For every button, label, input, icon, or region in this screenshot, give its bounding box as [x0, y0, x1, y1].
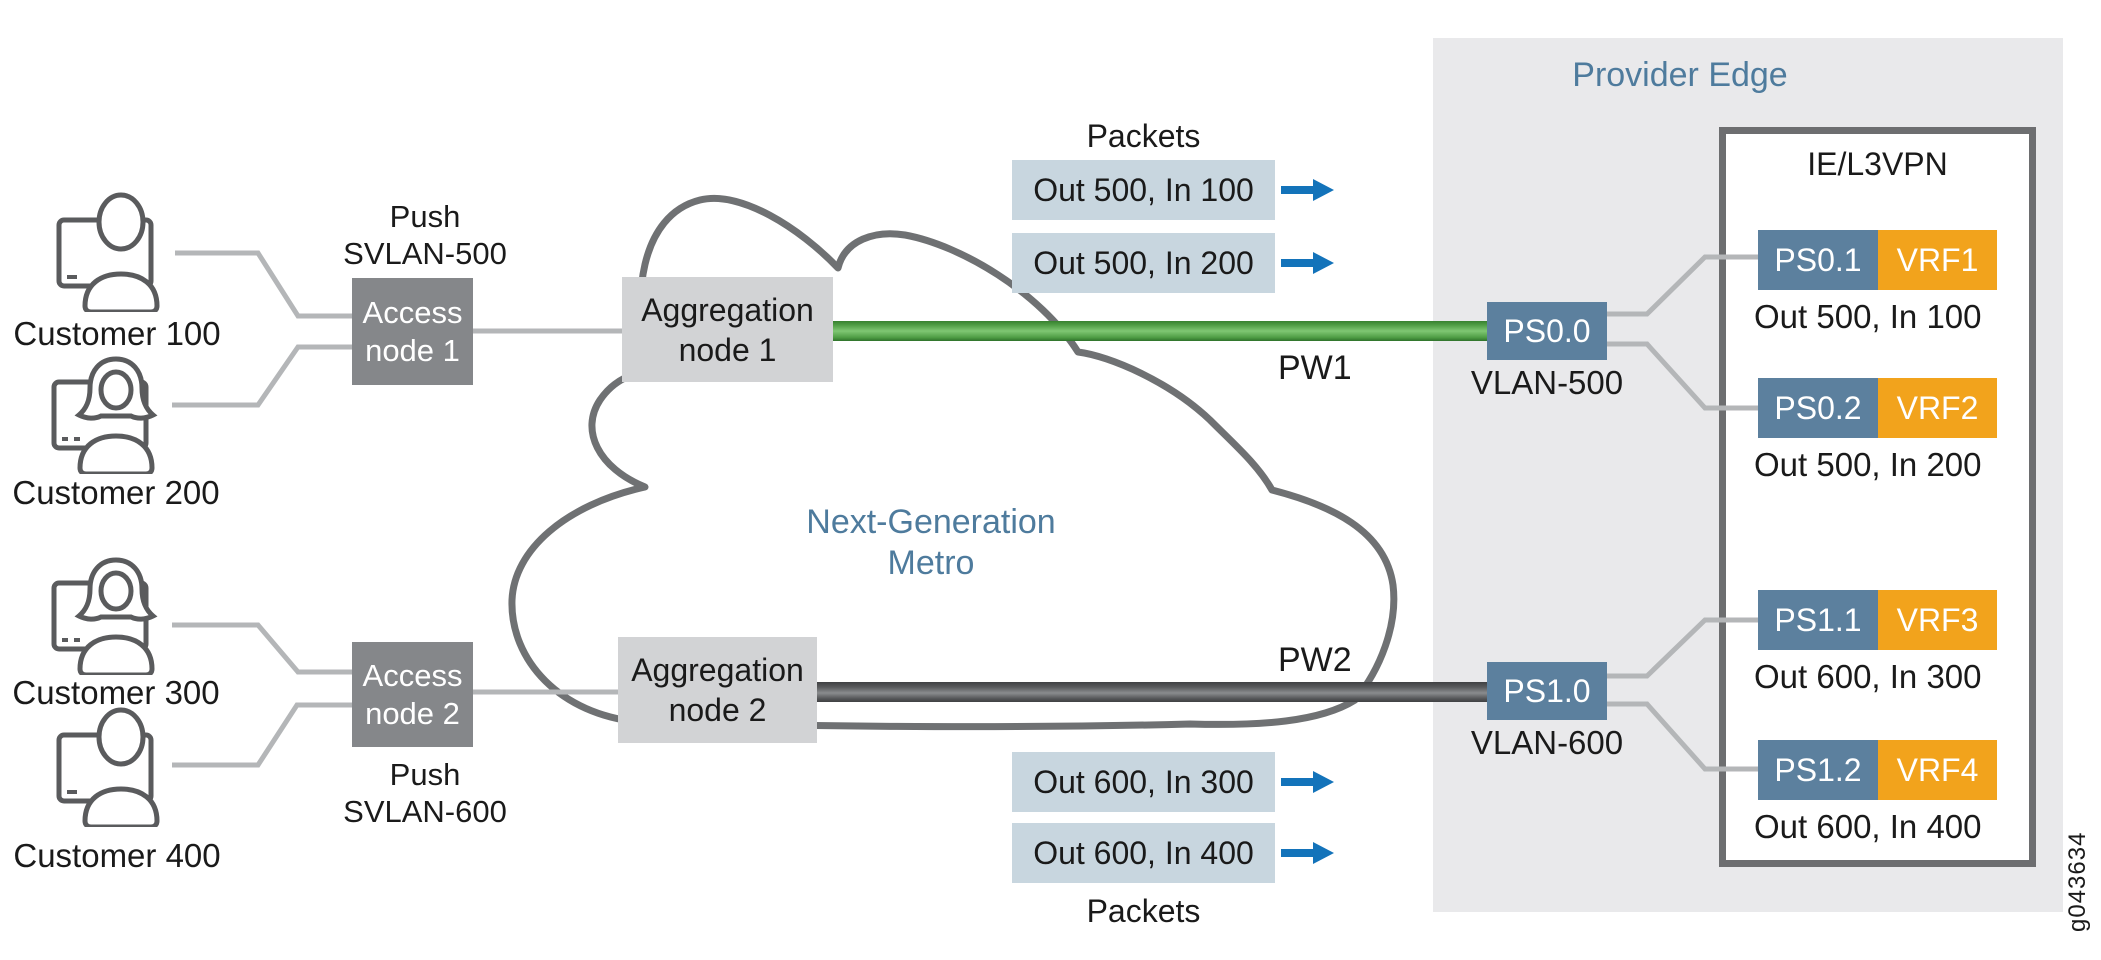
link-ps00-ps02	[1607, 341, 1760, 411]
vrf4-chip: VRF4	[1878, 740, 1997, 800]
metro-cloud-label: Next-Generation Metro	[806, 503, 1056, 582]
customer-100-label: Customer 100	[13, 315, 221, 352]
ps0-1-chip: PS0.1	[1758, 230, 1878, 290]
packet-box-out600-in300: Out 600, In 300	[1012, 752, 1275, 812]
packet-box-out500-in100: Out 500, In 100	[1012, 160, 1275, 220]
customer-300-label: Customer 300	[12, 674, 220, 711]
packets-top-title: Packets	[1086, 118, 1201, 154]
access-node-1: Access node 1	[352, 278, 473, 385]
packet-arrow-1	[1281, 179, 1334, 201]
pw2-label: PW2	[1278, 641, 1352, 679]
packet-arrow-3	[1281, 771, 1334, 793]
vrf2-chip: VRF2	[1878, 378, 1997, 438]
packets-bottom-title: Packets	[1086, 893, 1201, 929]
customer-400-label: Customer 400	[13, 837, 221, 874]
push-svlan-600-label: Push SVLAN-600	[343, 757, 507, 829]
vlan-600-label: VLAN-600	[1470, 724, 1624, 761]
link-ps10-ps12	[1607, 701, 1760, 772]
ie-l3vpn-title: IE/L3VPN	[1807, 146, 1948, 182]
ps1-1-traffic: Out 600, In 300	[1754, 658, 1982, 695]
ps0-2-vrf2-row: PS0.2 VRF2	[1758, 378, 1997, 438]
ps0-0-interface: PS0.0	[1487, 302, 1607, 360]
link-customer200-access1	[172, 344, 352, 408]
packet-arrow-4	[1281, 842, 1334, 864]
ps1-1-vrf3-row: PS1.1 VRF3	[1758, 590, 1997, 650]
packet-box-out600-in400: Out 600, In 400	[1012, 823, 1275, 883]
aggregation-node-1: Aggregation node 1	[622, 277, 833, 382]
link-customer300-access2	[172, 622, 352, 675]
figure-id: g043634	[2064, 831, 2091, 932]
aggregation-node-2: Aggregation node 2	[618, 637, 817, 743]
ps1-0-interface: PS1.0	[1487, 662, 1607, 720]
customer-200-label: Customer 200	[12, 474, 220, 511]
customer-300-icon	[54, 560, 153, 675]
push-svlan-500-label: Push SVLAN-500	[343, 199, 507, 271]
link-customer400-access2	[172, 702, 352, 768]
pw2-line	[815, 682, 1489, 702]
ps0-2-chip: PS0.2	[1758, 378, 1878, 438]
ps1-1-chip: PS1.1	[1758, 590, 1878, 650]
ps0-1-vrf1-row: PS0.1 VRF1	[1758, 230, 1997, 290]
customer-100-icon	[59, 195, 157, 312]
packet-box-out500-in200: Out 500, In 200	[1012, 233, 1275, 293]
ps0-1-traffic: Out 500, In 100	[1754, 298, 1982, 335]
pw1-label: PW1	[1278, 349, 1352, 387]
ps1-2-chip: PS1.2	[1758, 740, 1878, 800]
link-ps10-ps11	[1607, 617, 1760, 679]
link-ps00-ps01	[1607, 254, 1760, 317]
vrf3-chip: VRF3	[1878, 590, 1997, 650]
ps1-2-vrf4-row: PS1.2 VRF4	[1758, 740, 1997, 800]
vlan-500-label: VLAN-500	[1470, 364, 1624, 401]
provider-edge-title: Provider Edge	[1572, 56, 1788, 94]
link-customer100-access1	[175, 250, 352, 319]
vrf1-chip: VRF1	[1878, 230, 1997, 290]
access-node-2: Access node 2	[352, 642, 473, 747]
packet-arrow-2	[1281, 252, 1334, 274]
customer-400-icon	[59, 710, 157, 827]
pw1-line	[833, 321, 1489, 341]
customer-200-icon	[54, 359, 153, 474]
ps1-2-traffic: Out 600, In 400	[1754, 808, 1982, 845]
ps0-2-traffic: Out 500, In 200	[1754, 446, 1982, 483]
